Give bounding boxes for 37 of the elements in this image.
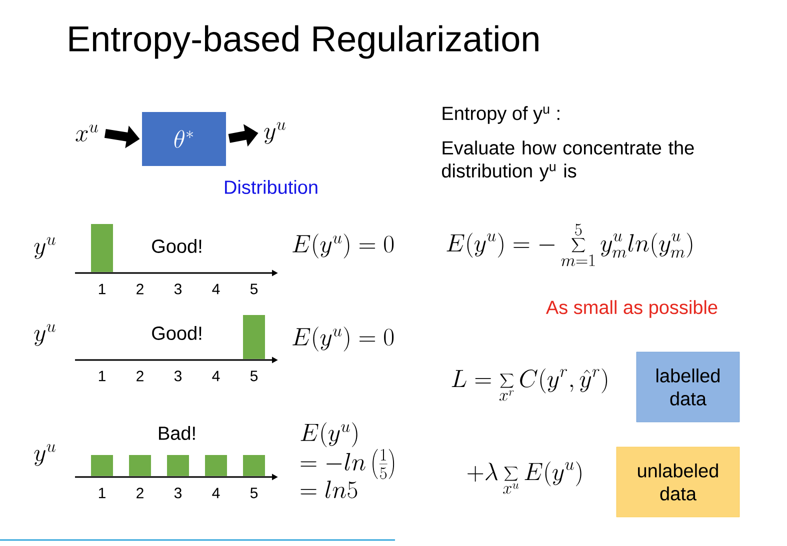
tick-label: 3	[174, 488, 182, 498]
tick-label: 3	[174, 370, 182, 382]
verdict-text: Good!	[152, 326, 202, 340]
tick-label: 1	[98, 488, 106, 498]
loss-formula: $L=\sum_{x^{r}}C(y^{r},\hat{y}^{r})$	[452, 368, 608, 401]
tick-label: 4	[212, 488, 220, 498]
tick-label: 2	[136, 284, 144, 294]
loss-formula: $+\lambda\sum_{x^{u}}E(y^{u})$	[468, 461, 582, 494]
tick-label: 1	[98, 370, 106, 382]
data-box: labelled data	[636, 352, 740, 422]
tick-label: 5	[250, 488, 258, 498]
verdict-text: Good!	[152, 239, 202, 253]
tick-label: 2	[136, 370, 144, 382]
tick-label: 4	[212, 284, 220, 294]
y-variable: $y^{u}$	[34, 237, 56, 259]
verdict-text: Bad!	[159, 426, 195, 440]
tick-label: 1	[98, 284, 106, 294]
tick-label: 2	[136, 488, 144, 498]
entropy-value: $E(y^{u})=0$	[292, 234, 394, 258]
title: Entropy-based Regularization	[70, 25, 538, 59]
entropy-value: $E(y^{u})=0$	[292, 326, 394, 352]
x-variable: $x^{u}$	[76, 124, 98, 142]
data-box: unlabeled data	[616, 446, 740, 518]
heading-text: Entropy of y$^{u}$ :	[442, 106, 560, 124]
model-box: $\theta^{*}$	[142, 112, 226, 166]
tick-label: 5	[250, 284, 258, 294]
y-variable: $y^{u}$	[34, 444, 56, 466]
tick-label: 5	[250, 370, 258, 382]
tick-label: 4	[212, 370, 220, 382]
entropy-result: $\begin{array}{l}E(y^{u})\\=-ln\left(\frac{1}{5}\right)\\=ln5\end{array}$	[300, 422, 394, 498]
body-text: Evaluate how concentrate the distribution y$^{u}$ is	[442, 140, 694, 182]
entropy-formula: $E(y^{u})=-\sum_{m=1}^{5}y^{u}_{m}ln(y^{u}_{m})$	[446, 224, 692, 266]
y-variable: $y^{u}$	[34, 324, 56, 346]
note-text: As small as possible	[546, 300, 718, 318]
caption: Distribution	[225, 180, 318, 194]
y-variable: $y^{u}$	[264, 122, 286, 144]
tick-label: 3	[174, 284, 182, 294]
